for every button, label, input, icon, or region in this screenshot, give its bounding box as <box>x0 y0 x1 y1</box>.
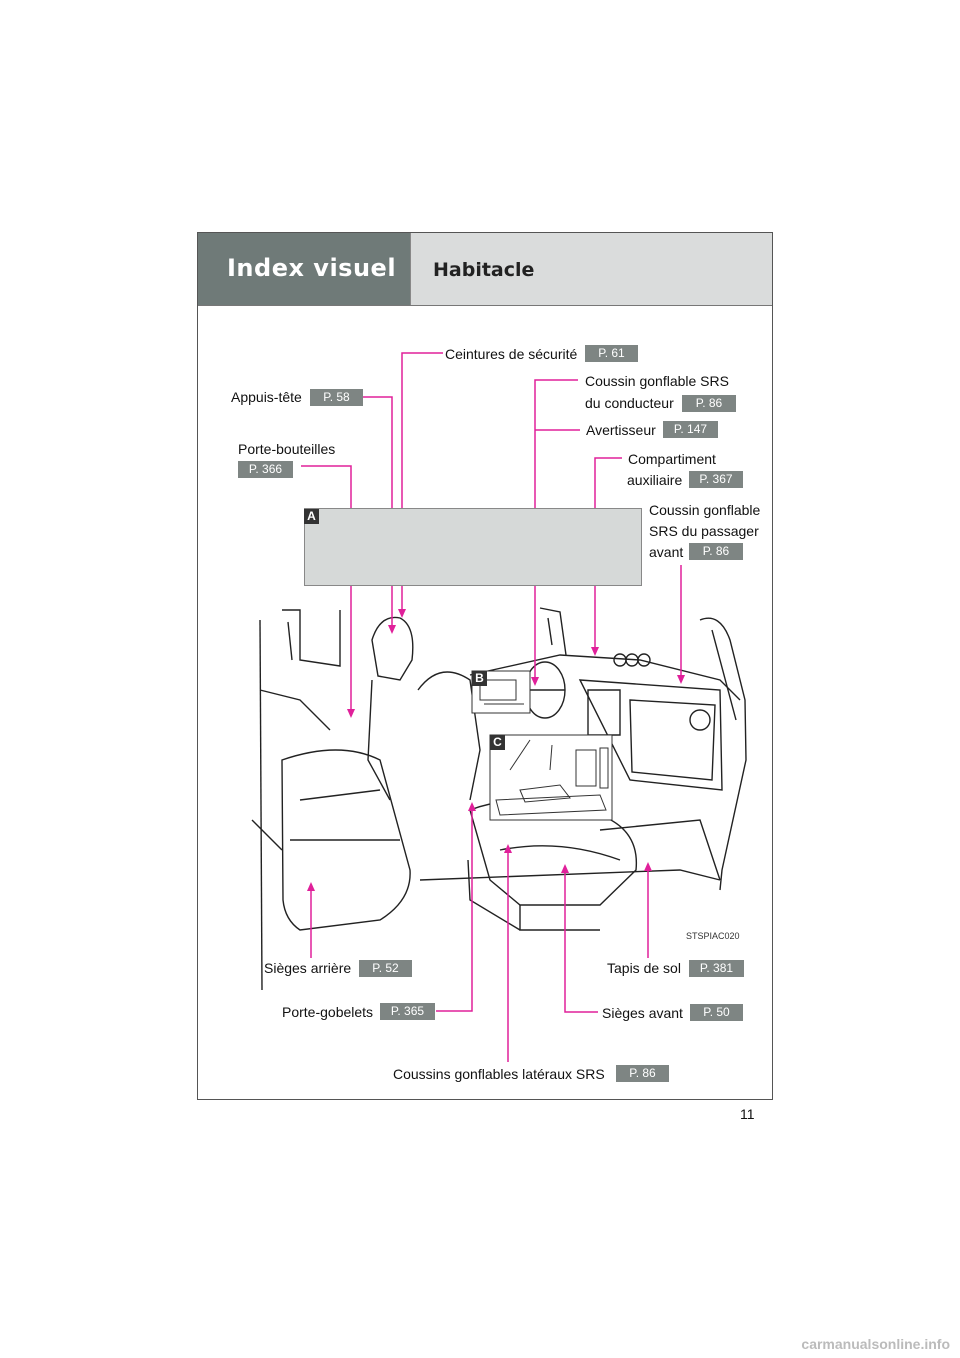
watermark: carmanualsonline.info <box>801 1336 950 1352</box>
page-ref-coussin-conducteur[interactable]: P. 86 <box>682 395 736 412</box>
label-sieges-arriere: Sièges arrière <box>264 960 352 976</box>
marker-a: A <box>304 509 319 524</box>
page-frame <box>197 232 773 1100</box>
page-ref-ceintures[interactable]: P. 61 <box>585 345 638 362</box>
car-interior-drawing <box>251 607 747 991</box>
label-appuis-tete: Appuis-tête <box>231 389 302 405</box>
label-porte-gobelets: Porte-gobelets <box>282 1004 374 1020</box>
page-ref-compartiment[interactable]: P. 367 <box>689 471 743 488</box>
inset-c-frame <box>489 734 613 821</box>
page-ref-tapis[interactable]: P. 381 <box>689 960 744 977</box>
label-compartiment-1: Compartiment <box>628 451 716 467</box>
label-coussin-passager-3: avant <box>649 544 684 560</box>
header-section-block <box>198 233 410 305</box>
page-ref-porte-gobelets[interactable]: P. 365 <box>380 1003 435 1020</box>
label-coussin-passager-2: SRS du passager <box>649 523 759 539</box>
page-ref-coussin-passager[interactable]: P. 86 <box>689 543 743 560</box>
page-ref-porte-bouteilles[interactable]: P. 366 <box>238 461 293 478</box>
leader-arrowheads <box>307 609 685 891</box>
leader-porte-gobelets <box>436 808 473 1012</box>
label-porte-bouteilles: Porte-bouteilles <box>238 441 336 457</box>
label-coussins-lateraux: Coussins gonflables latéraux SRS <box>393 1066 605 1082</box>
label-avertisseur: Avertisseur <box>586 422 656 438</box>
page-subtitle: Habitacle <box>433 259 535 281</box>
page-ref-avertisseur[interactable]: P. 147 <box>663 421 718 438</box>
marker-c: C <box>490 735 505 750</box>
page-ref-coussins-lateraux[interactable]: P. 86 <box>616 1065 669 1082</box>
page-number: 11 <box>740 1106 755 1122</box>
panel-a <box>304 508 642 586</box>
leader-porte-bouteilles <box>301 465 352 712</box>
page-ref-appuis-tete[interactable]: P. 58 <box>310 389 363 406</box>
leader-compartiment <box>594 457 622 650</box>
section-title: Index visuel <box>227 254 397 282</box>
label-coussin-conducteur-2: du conducteur <box>585 395 674 411</box>
label-compartiment-2: auxiliaire <box>627 472 683 488</box>
label-sieges-avant: Sièges avant <box>602 1005 683 1021</box>
page-ref-sieges-avant[interactable]: P. 50 <box>690 1004 743 1021</box>
label-coussin-conducteur-1: Coussin gonflable SRS <box>585 373 729 389</box>
image-code: STSPIAC020 <box>686 931 740 941</box>
label-tapis: Tapis de sol <box>607 960 681 976</box>
label-coussin-passager-1: Coussin gonflable <box>649 502 761 518</box>
leader-sieges-avant <box>564 870 598 1013</box>
header-divider <box>198 305 772 306</box>
label-ceintures: Ceintures de sécurité <box>445 346 578 362</box>
page-ref-sieges-arriere[interactable]: P. 52 <box>359 960 412 977</box>
header-subtitle-block <box>410 233 772 305</box>
marker-b: B <box>472 671 487 686</box>
